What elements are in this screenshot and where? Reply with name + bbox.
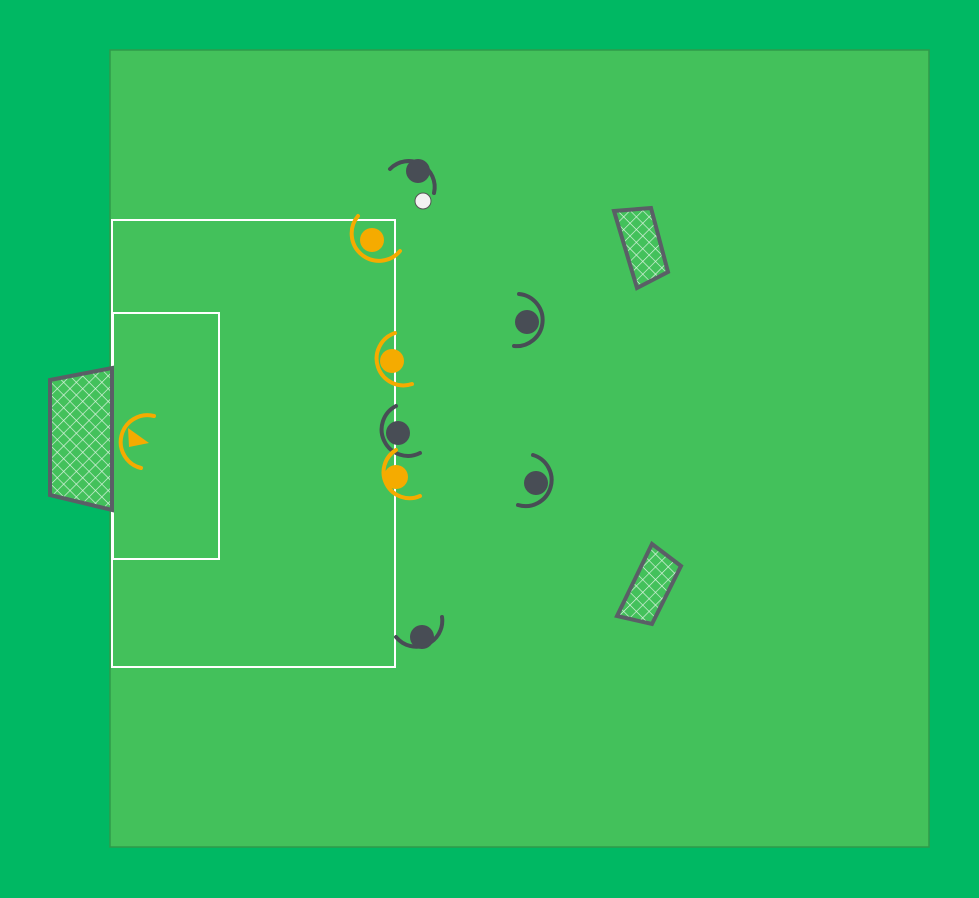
player-dark bbox=[512, 292, 545, 349]
player-head bbox=[515, 310, 539, 334]
player-yellow bbox=[374, 331, 414, 388]
player-head bbox=[524, 471, 548, 495]
player-icon bbox=[379, 404, 422, 458]
player-head bbox=[384, 465, 408, 489]
player-dark bbox=[394, 615, 445, 649]
pitch bbox=[109, 49, 930, 848]
player-head bbox=[360, 228, 384, 252]
mini-goal-bottom bbox=[614, 540, 684, 627]
player-icon bbox=[374, 331, 414, 388]
mini-goal-top bbox=[611, 205, 671, 291]
player-icon bbox=[512, 292, 545, 349]
player-head bbox=[380, 349, 404, 373]
player-head bbox=[406, 159, 430, 183]
player-yellow bbox=[381, 448, 422, 501]
player-icon bbox=[516, 453, 554, 509]
ball bbox=[414, 192, 432, 210]
player-head bbox=[386, 421, 410, 445]
player-head bbox=[410, 625, 434, 649]
player-icon bbox=[118, 413, 156, 470]
player-icon bbox=[349, 214, 402, 263]
player-head bbox=[128, 428, 149, 447]
main-goal bbox=[48, 365, 114, 513]
player-dark bbox=[388, 159, 437, 195]
player-dark bbox=[516, 453, 554, 509]
player-yellow bbox=[349, 214, 402, 263]
goalkeeper-yellow bbox=[118, 413, 156, 470]
player-dark bbox=[379, 404, 422, 458]
